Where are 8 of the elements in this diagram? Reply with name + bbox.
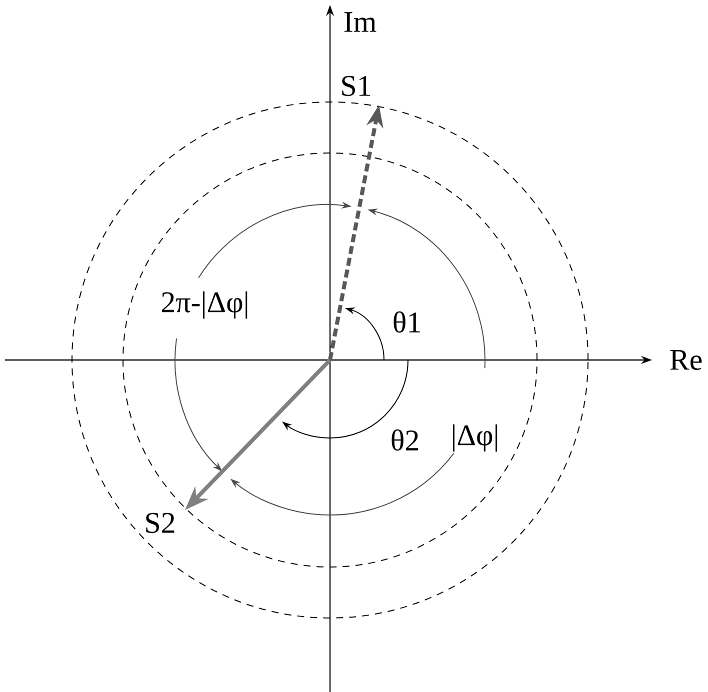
angle-label: θ1: [394, 311, 420, 333]
axis-label: Im: [344, 12, 376, 32]
vector-label: S1: [342, 76, 370, 96]
angle-label: θ2: [392, 429, 418, 451]
vector-label: S2: [146, 512, 174, 534]
angle-label: |Δφ|: [452, 424, 498, 452]
angle-label: 2π-|Δφ|: [162, 291, 248, 319]
axis-label: Re: [670, 350, 702, 370]
